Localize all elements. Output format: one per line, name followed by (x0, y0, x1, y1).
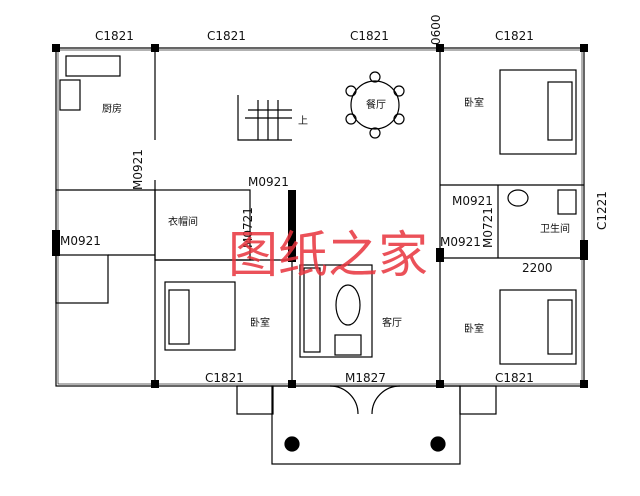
room-label-bedroom-bottom-left: 卧室 (250, 316, 270, 329)
kitchen-counter (59, 55, 121, 111)
watermark: 图纸之家 (228, 226, 428, 284)
living-sofa-set (299, 264, 373, 358)
staircase (237, 95, 292, 141)
window-label-top-mid-right: C1821 (350, 29, 389, 43)
door-label-main-entrance: M1827 (345, 371, 386, 385)
room-label-bedroom-bottom-right: 卧室 (464, 322, 484, 335)
room-label-living: 客厅 (382, 316, 402, 329)
room-label-dining: 餐厅 (366, 98, 386, 111)
entrance-porch (271, 385, 461, 465)
window-label-top-left: C1821 (95, 29, 134, 43)
side-porch (55, 254, 109, 304)
door-label-center-lower: M0921 (440, 235, 481, 249)
balcony-right (459, 385, 497, 415)
room-label-kitchen: 厨房 (102, 102, 122, 115)
bed-top-right (499, 69, 577, 155)
bed-bottom-right (499, 289, 577, 365)
door-label-left-lower: M0921 (60, 234, 101, 248)
window-label-bottom-right: C1821 (495, 371, 534, 385)
bath-fixtures (507, 189, 577, 215)
window-label-top-small: 0600 (429, 14, 443, 45)
window-label-bottom-left: C1821 (205, 371, 244, 385)
window-label-top-right: C1821 (495, 29, 534, 43)
door-label-storage-side: M0721 (241, 207, 255, 248)
dimension-label: 2200 (522, 261, 553, 275)
stair-up-label: 上 (298, 115, 308, 127)
room-label-storage: 衣帽间 (168, 215, 198, 228)
door-label-bath: M0721 (481, 207, 495, 248)
window-label-right-side: C1221 (595, 191, 609, 230)
door-label-right-bedroom: M0921 (452, 194, 493, 208)
balcony-left (236, 385, 274, 415)
room-label-bedroom-top-right: 卧室 (464, 96, 484, 109)
bed-bottom-left (164, 281, 236, 351)
window-label-top-mid-left: C1821 (207, 29, 246, 43)
room-label-bathroom: 卫生间 (540, 222, 570, 235)
door-label-left-upper: M0921 (131, 149, 145, 190)
dining-table (345, 71, 405, 139)
outer-wall-inner-line (57, 49, 583, 385)
door-label-center-storage: M0921 (248, 175, 289, 189)
